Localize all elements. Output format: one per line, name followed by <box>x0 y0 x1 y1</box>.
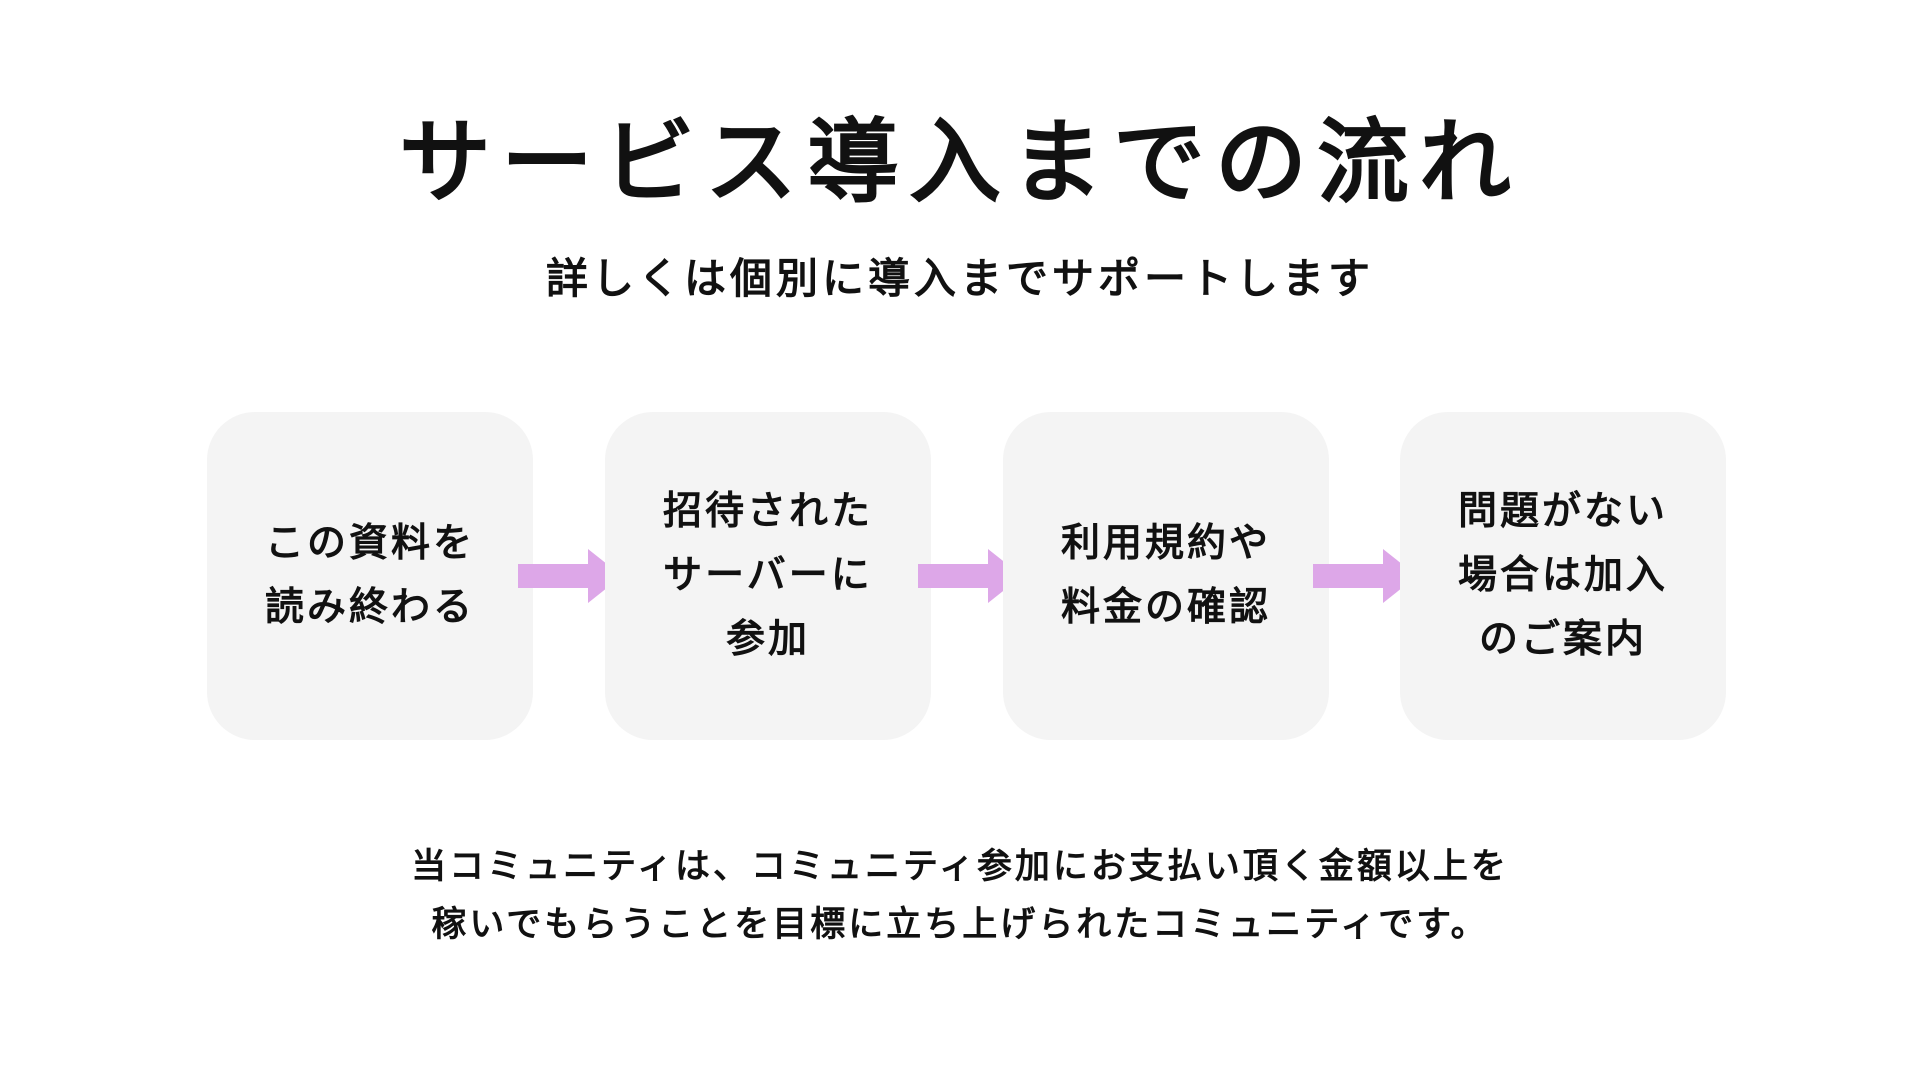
description-line-1: 当コミュニティは、コミュニティ参加にお支払い頂く金額以上を <box>411 847 1509 887</box>
page-title: サービス導入までの流れ <box>398 109 1521 216</box>
step-label-3: 利用規約や 料金の確認 <box>1060 521 1271 630</box>
step-card-3: 利用規約や 料金の確認 <box>1003 412 1329 740</box>
step-label-4: 問題がない 場合は加入 のご案内 <box>1457 489 1668 662</box>
arrow-right-shape <box>518 549 622 603</box>
arrow-right-shape <box>1313 549 1417 603</box>
page-subtitle: 詳しくは個別に導入までサポートします <box>545 254 1374 303</box>
step-card-2: 招待された サーバーに 参加 <box>605 412 931 740</box>
step-label-1: この資料を 読み終わる <box>264 521 475 630</box>
step-card-4: 問題がない 場合は加入 のご案内 <box>1400 412 1726 740</box>
description: 当コミュニティは、コミュニティ参加にお支払い頂く金額以上を 稼いでもらうことを目… <box>0 838 1920 954</box>
arrow-right-shape <box>918 549 1022 603</box>
arrow-right-icon <box>1313 549 1417 603</box>
arrow-right-icon <box>518 549 622 603</box>
description-line-2: 稼いでもらうことを目標に立ち上げられたコミュニティです。 <box>431 905 1489 945</box>
arrow-right-icon <box>918 549 1022 603</box>
flow-diagram: この資料を 読み終わる 招待された サーバーに 参加 利用規約や 料金の確認 問… <box>0 412 1920 740</box>
step-card-1: この資料を 読み終わる <box>207 412 533 740</box>
step-label-2: 招待された サーバーに 参加 <box>662 489 873 662</box>
